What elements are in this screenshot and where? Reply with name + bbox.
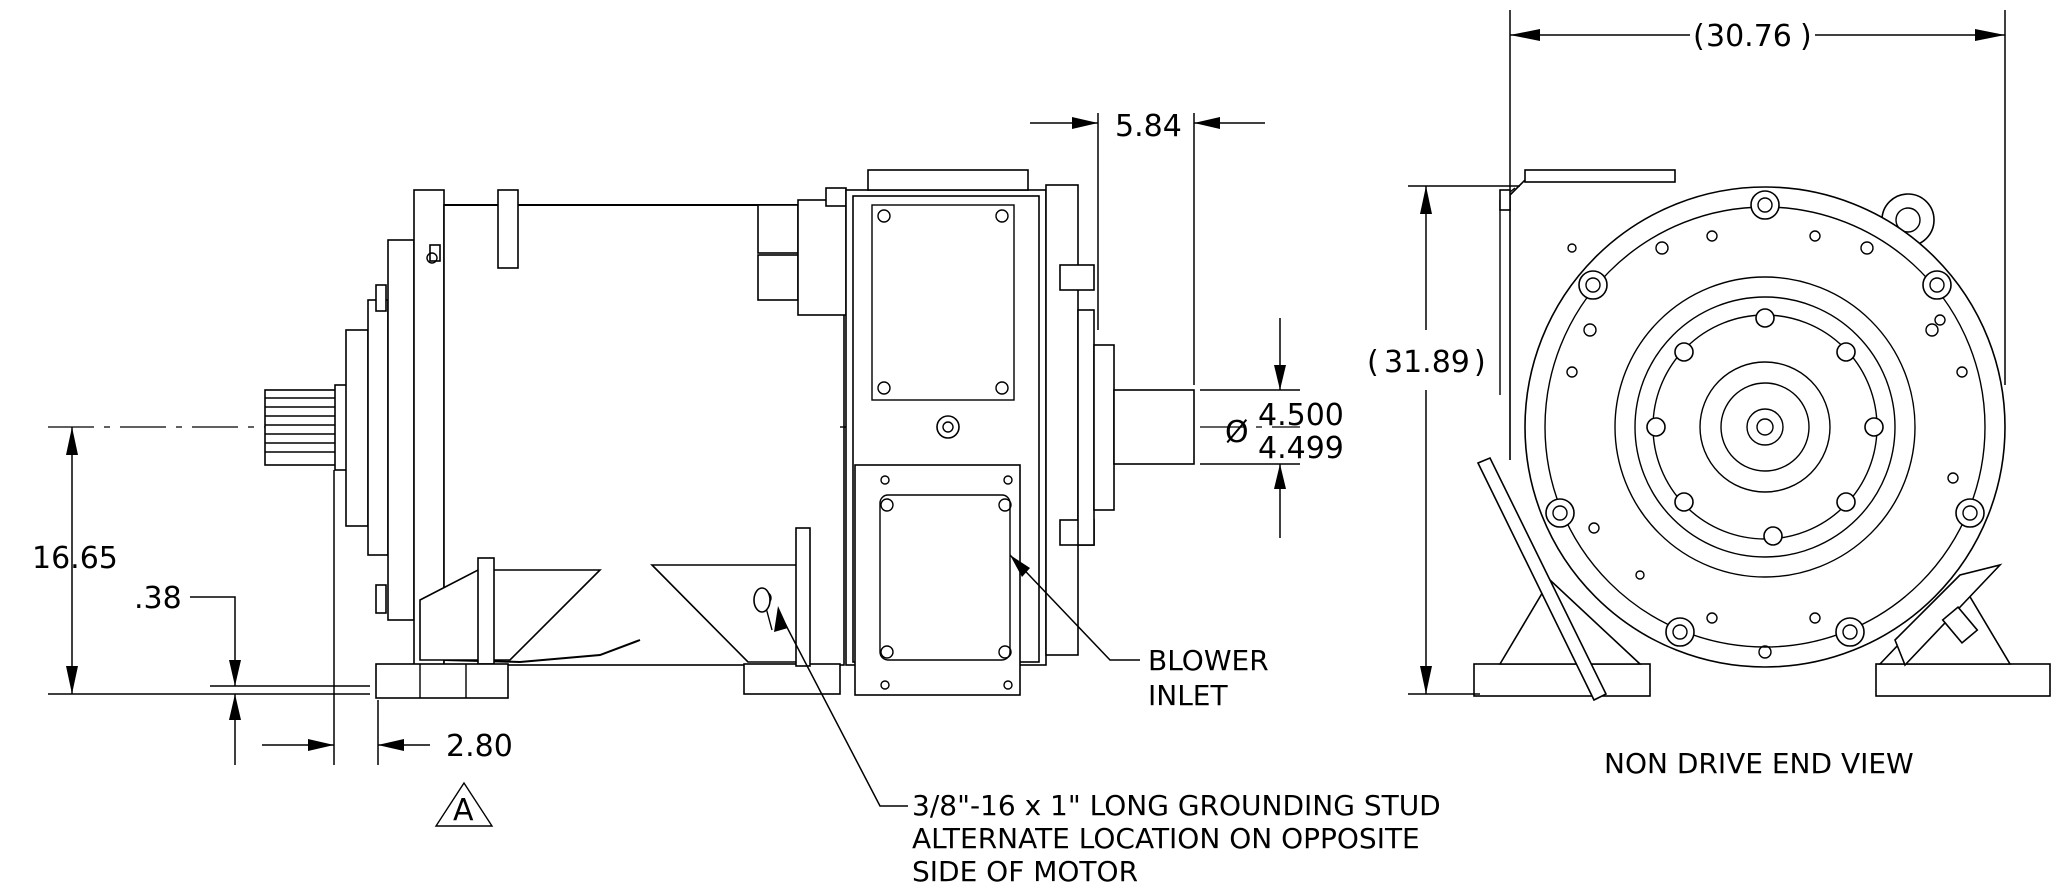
end-view <box>1473 169 2051 702</box>
datum-label: A <box>453 793 474 828</box>
blower-inlet-label-1: BLOWER <box>1148 644 1269 677</box>
datum-triangle <box>434 781 494 827</box>
inner-bolts <box>1646 308 1884 546</box>
grounding-stud <box>753 587 771 613</box>
dim-foot-thickness: .38 <box>134 581 182 616</box>
paren-open-height: ( <box>1367 345 1379 380</box>
grounding-stud-label-2: ALTERNATE LOCATION ON OPPOSITE <box>912 822 1420 855</box>
side-view-dimensions <box>48 113 1300 827</box>
diameter-symbol: Ø <box>1225 415 1249 450</box>
terminal-box <box>757 187 847 316</box>
blower-inlet-label-2: INLET <box>1148 679 1228 712</box>
grounding-stud-label-1: 3/8"-16 x 1" LONG GROUNDING STUD <box>912 789 1441 822</box>
paren-open-width: ( <box>1693 19 1705 54</box>
paren-close-width: ) <box>1800 19 1812 54</box>
mounting-feet <box>375 527 841 699</box>
non-drive-end-flange <box>345 189 445 666</box>
end-housing <box>840 169 1095 696</box>
paren-close-height: ) <box>1474 345 1486 380</box>
annotations: 5.84 Ø 4.500 4.499 16.65 .38 2.80 A ( 30… <box>32 19 1914 887</box>
dim-shaft-dia-min: 4.499 <box>1258 431 1344 466</box>
end-view-label: NON DRIVE END VIEW <box>1604 747 1914 780</box>
small-holes <box>1566 230 1968 659</box>
end-view-dimensions <box>1408 10 2006 695</box>
blower-rail <box>1476 456 1608 702</box>
dim-shaft-dia-max: 4.500 <box>1258 398 1344 433</box>
dim-shaft-extension: 5.84 <box>1115 109 1182 144</box>
end-bell <box>1524 186 2006 668</box>
drive-shaft <box>1093 344 1195 511</box>
grounding-stud-label-3: SIDE OF MOTOR <box>912 855 1138 887</box>
dim-overall-width: 30.76 <box>1706 19 1792 54</box>
side-view <box>48 169 1300 699</box>
dim-shaft-height: 16.65 <box>32 541 118 576</box>
outer-bolts <box>1545 190 1985 647</box>
callout-leaders <box>774 554 1140 807</box>
dim-overall-height: 31.89 <box>1384 345 1470 380</box>
dim-foot-offset: 2.80 <box>446 729 513 764</box>
spline-shaft <box>264 384 350 471</box>
